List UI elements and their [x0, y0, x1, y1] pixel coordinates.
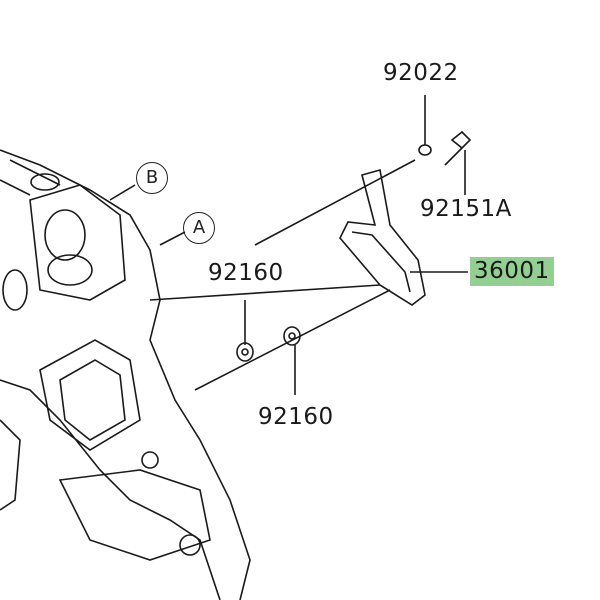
part-label-92022[interactable]: 92022: [383, 60, 459, 86]
part-label-36001[interactable]: 36001: [470, 257, 554, 286]
callout-a: A: [183, 212, 215, 244]
callout-b: B: [136, 162, 168, 194]
part-label-92151a[interactable]: 92151A: [420, 196, 512, 222]
part-label-92160-lower[interactable]: 92160: [258, 404, 334, 430]
part-label-92160-upper[interactable]: 92160: [208, 260, 284, 286]
